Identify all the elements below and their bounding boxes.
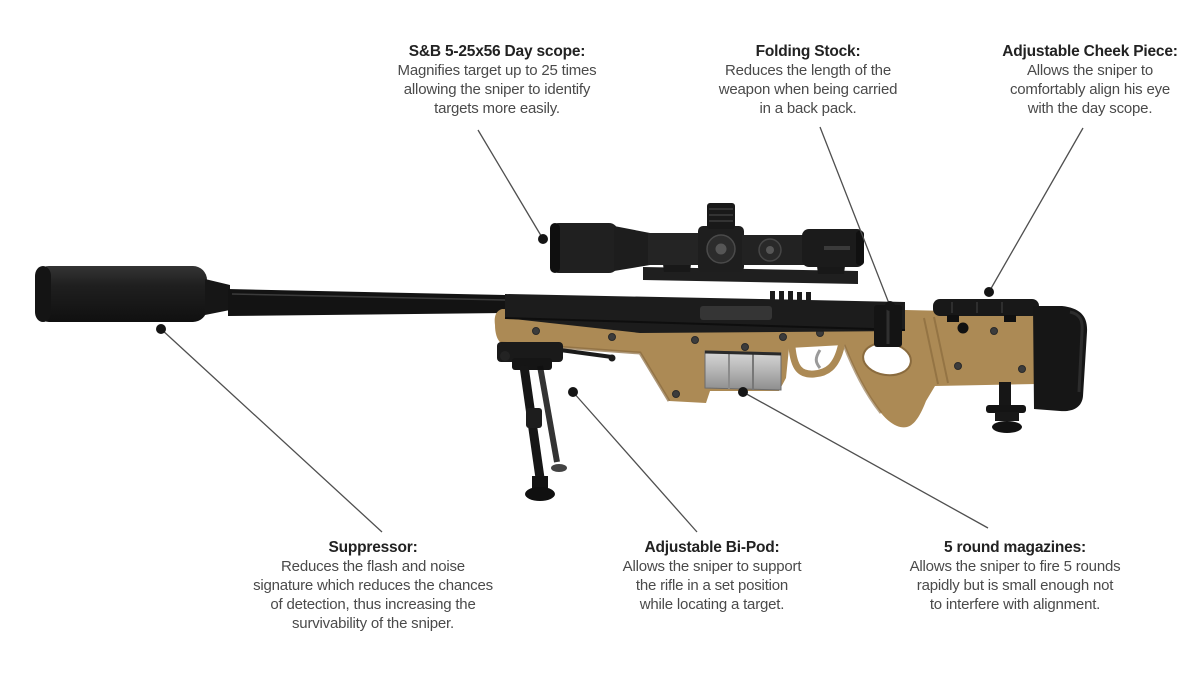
receiver-graphic <box>504 291 906 333</box>
label-magazines-description: Allows the sniper to fire 5 rounds rapid… <box>909 558 1121 613</box>
scope-graphic <box>550 203 864 273</box>
leader-line-suppressor <box>160 328 383 533</box>
label-day-scope: S&B 5-25x56 Day scope: Magnifies target … <box>357 42 637 118</box>
label-day-scope-title: S&B 5-25x56 Day scope: <box>408 43 586 60</box>
label-cheek-piece: Adjustable Cheek Piece: Allows the snipe… <box>980 42 1200 118</box>
label-cheek-piece-title: Adjustable Cheek Piece: <box>1002 43 1178 60</box>
label-bipod: Adjustable Bi-Pod: Allows the sniper to … <box>587 538 837 614</box>
trigger-guard-graphic <box>788 343 845 378</box>
leader-dot-magazines <box>738 387 748 397</box>
monopod-graphic <box>986 382 1026 433</box>
leader-line-day-scope <box>477 129 544 240</box>
barrel-graphic <box>228 289 506 316</box>
label-magazines: 5 round magazines: Allows the sniper to … <box>880 538 1150 614</box>
cheek-piece-graphic <box>933 299 1039 322</box>
butt-pad-graphic <box>1033 306 1088 412</box>
bipod-graphic <box>497 342 616 501</box>
label-folding-stock-title: Folding Stock: <box>755 43 861 60</box>
leader-dot-cheek-piece <box>984 287 994 297</box>
leader-dot-day-scope <box>538 234 548 244</box>
label-suppressor: Suppressor: Reduces the flash and noise … <box>223 538 523 633</box>
label-folding-stock: Folding Stock: Reduces the length of the… <box>688 42 928 118</box>
leader-line-bipod <box>572 391 698 533</box>
magazine-graphic <box>704 350 782 391</box>
leader-lines <box>156 126 1084 533</box>
label-cheek-piece-description: Allows the sniper to comfortably align h… <box>1009 62 1171 117</box>
folding-hinge-graphic <box>874 305 902 347</box>
suppressor-graphic <box>35 266 230 322</box>
label-folding-stock-description: Reduces the length of the weapon when be… <box>718 62 898 117</box>
label-magazines-title: 5 round magazines: <box>944 539 1086 556</box>
leader-dot-folding-stock <box>885 301 895 311</box>
leader-line-folding-stock <box>819 126 891 307</box>
leader-dot-suppressor <box>156 324 166 334</box>
label-day-scope-description: Magnifies target up to 25 times allowing… <box>397 62 597 117</box>
leader-line-cheek-piece <box>988 127 1084 293</box>
leader-line-magazines <box>742 391 989 529</box>
label-bipod-title: Adjustable Bi-Pod: <box>644 539 780 556</box>
leader-dot-bipod <box>568 387 578 397</box>
label-suppressor-description: Reduces the flash and noise signature wh… <box>253 558 493 632</box>
label-bipod-description: Allows the sniper to support the rifle i… <box>622 558 802 613</box>
label-suppressor-title: Suppressor: <box>328 539 418 556</box>
